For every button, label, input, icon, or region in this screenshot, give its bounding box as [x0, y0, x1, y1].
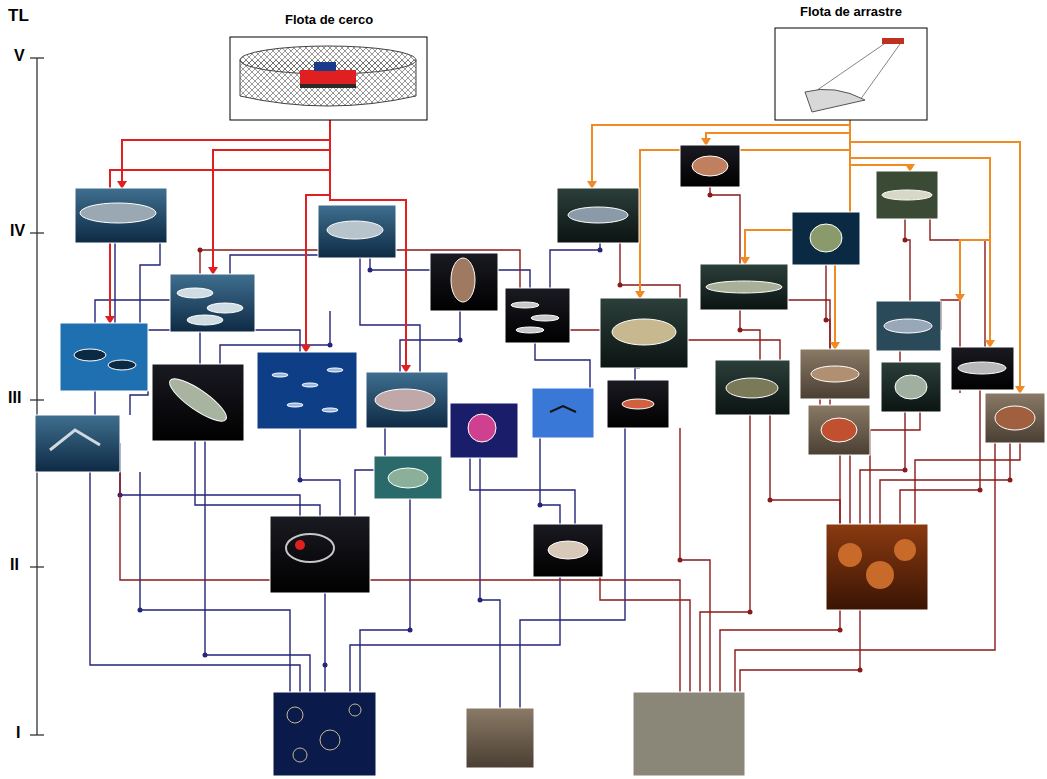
- species-photos: [35, 145, 1045, 776]
- fleet-title: Flota de arrastre: [797, 4, 905, 19]
- trawl-picture: [775, 28, 927, 120]
- axis-tick-label: V: [14, 47, 25, 65]
- link-dots-red: [198, 193, 1013, 673]
- purse-seine-picture: [230, 37, 427, 120]
- axis-tick-label: IV: [10, 222, 25, 240]
- link-dots: [113, 248, 603, 668]
- trophic-axis: [30, 58, 44, 735]
- pelagic-links: [90, 243, 640, 708]
- axis-title: TL: [8, 6, 29, 26]
- axis-tick-label: II: [10, 556, 19, 574]
- fleet-title-box: Flota de arrastre: [797, 4, 905, 19]
- benthic-links: [120, 187, 1020, 692]
- axis-tick-label: III: [8, 389, 21, 407]
- fleet-title-box: Flota de cerco: [282, 12, 376, 27]
- fleet-title: Flota de cerco: [282, 12, 376, 27]
- axis-tick-label: I: [16, 724, 20, 742]
